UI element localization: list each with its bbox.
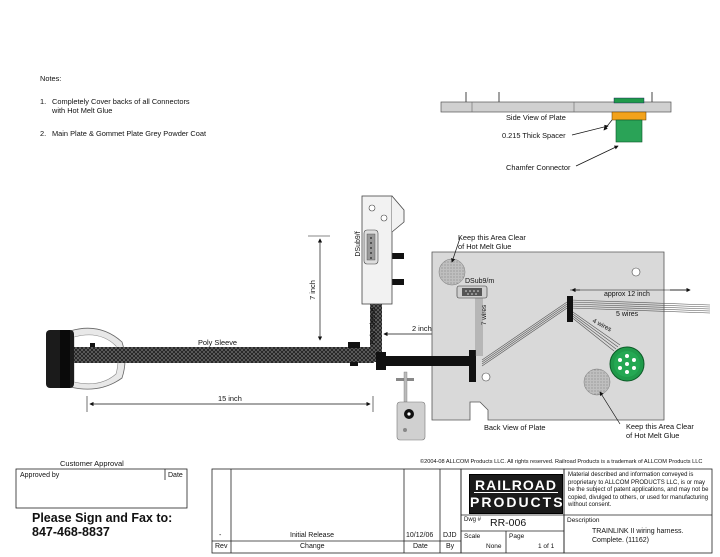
dwg-value: RR-006 [490, 517, 527, 529]
copyright-line: ©2004-08 ALLCOM Products LLC. All rights… [420, 459, 703, 465]
spacer-label: 0.215 Thick Spacer [502, 131, 566, 140]
dwg-label: Dwg # [464, 517, 482, 523]
change-value: Initial Release [290, 532, 334, 539]
change-header: Change [300, 543, 325, 550]
chamfer-label: Chamfer Connector [506, 163, 571, 172]
page-value: 1 of 1 [538, 543, 555, 550]
cable-tie-4 [469, 350, 476, 382]
fax-instructions: Please Sign and Fax to: 847-468-8837 [32, 511, 172, 539]
notes-title: Notes: [40, 74, 62, 83]
note-number: 1. [40, 97, 47, 106]
dim-2inch-label: 2 inch [412, 324, 432, 333]
keep-clear-bottom-1: Keep this Area Clear [626, 422, 694, 431]
note-item: 1. Completely Cover backs of all Connect… [40, 97, 240, 115]
wires-diagonal [481, 299, 711, 367]
keep-clear-top-1: Keep this Area Clear [458, 233, 526, 242]
fax-number: 847-468-8837 [32, 525, 110, 539]
rev-value: - [219, 532, 222, 539]
page-label: Page [509, 533, 525, 540]
cable-tie-5 [567, 296, 573, 322]
by-header: By [446, 543, 455, 550]
approved-by-label: Approved by [20, 472, 60, 479]
dim-7inch [308, 235, 330, 341]
dsub9m-connector [456, 285, 488, 299]
fax-line-1: Please Sign and Fax to: [32, 511, 173, 525]
dsub9f-connector [361, 195, 405, 305]
side-view-title: Side View of Plate [506, 113, 566, 122]
description-value: TRAINLINK II wiring harness. Complete. (… [592, 528, 684, 544]
note-number: 2. [40, 129, 47, 138]
logo-line-1: RAILROAD [475, 477, 557, 493]
approval-date-label: Date [168, 472, 183, 479]
poly-sleeve-vertical-label: Poly Sleeve [370, 307, 377, 344]
poly-sleeve-label: Poly Sleeve [198, 338, 237, 347]
rev-header: Rev [215, 543, 228, 550]
scale-label: Scale [464, 533, 481, 540]
dsub9m-label: DSub9/m [465, 278, 494, 285]
date-header: Date [413, 543, 428, 550]
scale-value: None [486, 543, 502, 550]
description-label: Description [567, 517, 600, 524]
back-plate [431, 251, 665, 421]
wires-7-label: 7 wires [481, 304, 488, 325]
dim-15inch-label: 15 inch [218, 394, 242, 403]
side-view-plate [440, 92, 672, 167]
approx12-label: approx 12 inch [604, 291, 650, 298]
back-plate-caption: Back View of Plate [484, 423, 546, 432]
note-text: Completely Cover backs of all Connectors… [52, 97, 190, 115]
dim-7inch-label: 7 inch [308, 280, 317, 300]
logo-line-2: PRODUCTS [470, 494, 565, 510]
note-item: 2. Main Plate & Gommet Plate Grey Powder… [40, 129, 240, 138]
poly-sleeve-horizontal [74, 347, 374, 363]
by-value: DJD [443, 532, 457, 539]
harness-stub [380, 356, 474, 366]
dsub9f-label: DSub9/f [355, 231, 362, 256]
customer-approval-title: Customer Approval [60, 459, 124, 468]
cable-tie-1 [348, 342, 360, 348]
keep-clear-bottom-2: of Hot Melt Glue [626, 431, 679, 440]
railroad-products-logo: RAILROAD PRODUCTS [469, 474, 563, 514]
title-block-frame [15, 468, 713, 554]
wires-7 [475, 298, 483, 356]
wires5-label: 5 wires [616, 311, 639, 318]
cable-tie-1b [350, 362, 358, 366]
legal-notice: Material described and information conve… [568, 472, 709, 509]
rev-date-value: 10/12/06 [406, 532, 434, 539]
keep-clear-top-2: of Hot Melt Glue [458, 242, 511, 251]
note-text: Main Plate & Gommet Plate Grey Powder Co… [52, 129, 207, 138]
notes-block: Notes: 1. Completely Cover backs of all … [40, 74, 240, 138]
grommet-plate [396, 371, 426, 441]
round-connector [609, 346, 645, 382]
dim-15inch [86, 396, 374, 412]
